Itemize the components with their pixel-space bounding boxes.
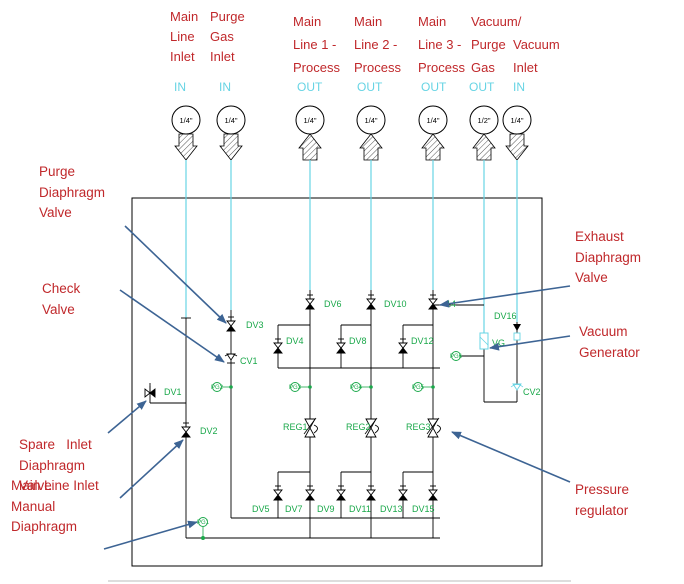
valve-cv1	[224, 353, 238, 364]
svg-text:1/2": 1/2"	[477, 116, 490, 125]
valve-dv8	[336, 338, 346, 354]
svg-text:1/4": 1/4"	[303, 116, 316, 125]
valve-dv15	[428, 485, 438, 501]
arrow-pg1	[103, 520, 198, 550]
arrow-pressure-regulator	[451, 431, 571, 483]
svg-text:1/4": 1/4"	[179, 116, 192, 125]
port-fitting-4: 1/4"	[418, 105, 448, 161]
valve-dv9	[336, 485, 346, 501]
svg-text:1/4": 1/4"	[224, 116, 237, 125]
svg-text:REG1: REG1	[283, 422, 308, 432]
gauge-pg3: PG3	[289, 382, 312, 392]
port-dir-2: OUT	[297, 80, 323, 94]
port-fitting-0: 1/4"	[171, 105, 201, 161]
arrow-check-valve	[119, 289, 225, 363]
port-fitting-5: 1/2"	[469, 105, 499, 161]
gauge-pg1: PG1	[197, 517, 210, 540]
svg-text:DV2: DV2	[200, 426, 218, 436]
svg-text:CV1: CV1	[240, 356, 258, 366]
port-dir-0: IN	[174, 80, 186, 94]
port-fitting-2: 1/4"	[295, 105, 325, 161]
valve-dv16	[513, 324, 521, 341]
svg-text:PG5: PG5	[412, 385, 425, 391]
arrow-main-line-manual	[119, 439, 184, 499]
port-dir-5: OUT	[469, 80, 495, 94]
valve-dv11	[366, 485, 376, 501]
svg-text:DV5: DV5	[252, 504, 270, 514]
svg-text:PG3: PG3	[289, 385, 302, 391]
port-dir-3: OUT	[357, 80, 383, 94]
svg-text:PG1: PG1	[197, 520, 210, 526]
svg-text:DV15: DV15	[412, 504, 435, 514]
valve-dv7	[305, 485, 315, 501]
port-fitting-6: 1/4"	[502, 105, 532, 161]
port-fitting-3: 1/4"	[356, 105, 386, 161]
svg-text:REG2: REG2	[346, 422, 371, 432]
svg-text:DV7: DV7	[285, 504, 303, 514]
svg-text:DV6: DV6	[324, 299, 342, 309]
valve-dv12	[398, 338, 408, 354]
valve-dv5	[273, 485, 283, 501]
process-lines	[149, 290, 518, 539]
port-dir-1: IN	[219, 80, 231, 94]
svg-text:DV1: DV1	[164, 387, 182, 397]
valve-dv10	[366, 294, 376, 310]
svg-text:DV11: DV11	[349, 504, 371, 514]
svg-text:DV3: DV3	[246, 320, 264, 330]
gauge-pg6: PG6	[450, 351, 463, 361]
arrow-purge-diaphragm	[124, 225, 227, 324]
svg-text:DV10: DV10	[384, 299, 407, 309]
manifold-enclosure	[131, 197, 543, 567]
svg-text:PG2: PG2	[211, 385, 224, 391]
gauge-pg2: PG2	[211, 382, 233, 392]
svg-text:DV8: DV8	[349, 336, 367, 346]
svg-text:DV16: DV16	[494, 311, 517, 321]
port-dir-6: IN	[513, 80, 525, 94]
arrow-exhaust	[439, 285, 571, 308]
vacuum-generator	[479, 332, 489, 350]
arrow-spare-inlet	[107, 400, 147, 434]
valve-dv6	[305, 294, 315, 310]
valve-cv2	[510, 383, 524, 391]
svg-text:DV12: DV12	[411, 336, 434, 346]
svg-text:1/4": 1/4"	[364, 116, 377, 125]
port-fitting-1: 1/4"	[216, 105, 246, 161]
svg-text:DV9: DV9	[317, 504, 335, 514]
svg-text:REG3: REG3	[406, 422, 431, 432]
valve-dv13	[398, 485, 408, 501]
svg-text:PG4: PG4	[350, 385, 363, 391]
svg-text:CV2: CV2	[523, 387, 541, 397]
svg-text:DV4: DV4	[286, 336, 304, 346]
valve-dv4	[273, 338, 283, 354]
port-dir-4: OUT	[421, 80, 447, 94]
svg-text:1/4": 1/4"	[426, 116, 439, 125]
valve-dv3	[226, 316, 236, 332]
callout-arrows	[103, 225, 571, 550]
svg-text:PG6: PG6	[450, 354, 463, 360]
arrow-vacuum-generator	[489, 335, 571, 351]
gauge-pg5: PG5	[412, 382, 435, 392]
valve-dv2	[181, 422, 191, 438]
svg-text:DV13: DV13	[380, 504, 403, 514]
valve-dv14	[428, 294, 438, 310]
inlet-tubes	[185, 160, 518, 333]
svg-text:1/4": 1/4"	[510, 116, 523, 125]
gauge-pg4: PG4	[350, 382, 373, 392]
